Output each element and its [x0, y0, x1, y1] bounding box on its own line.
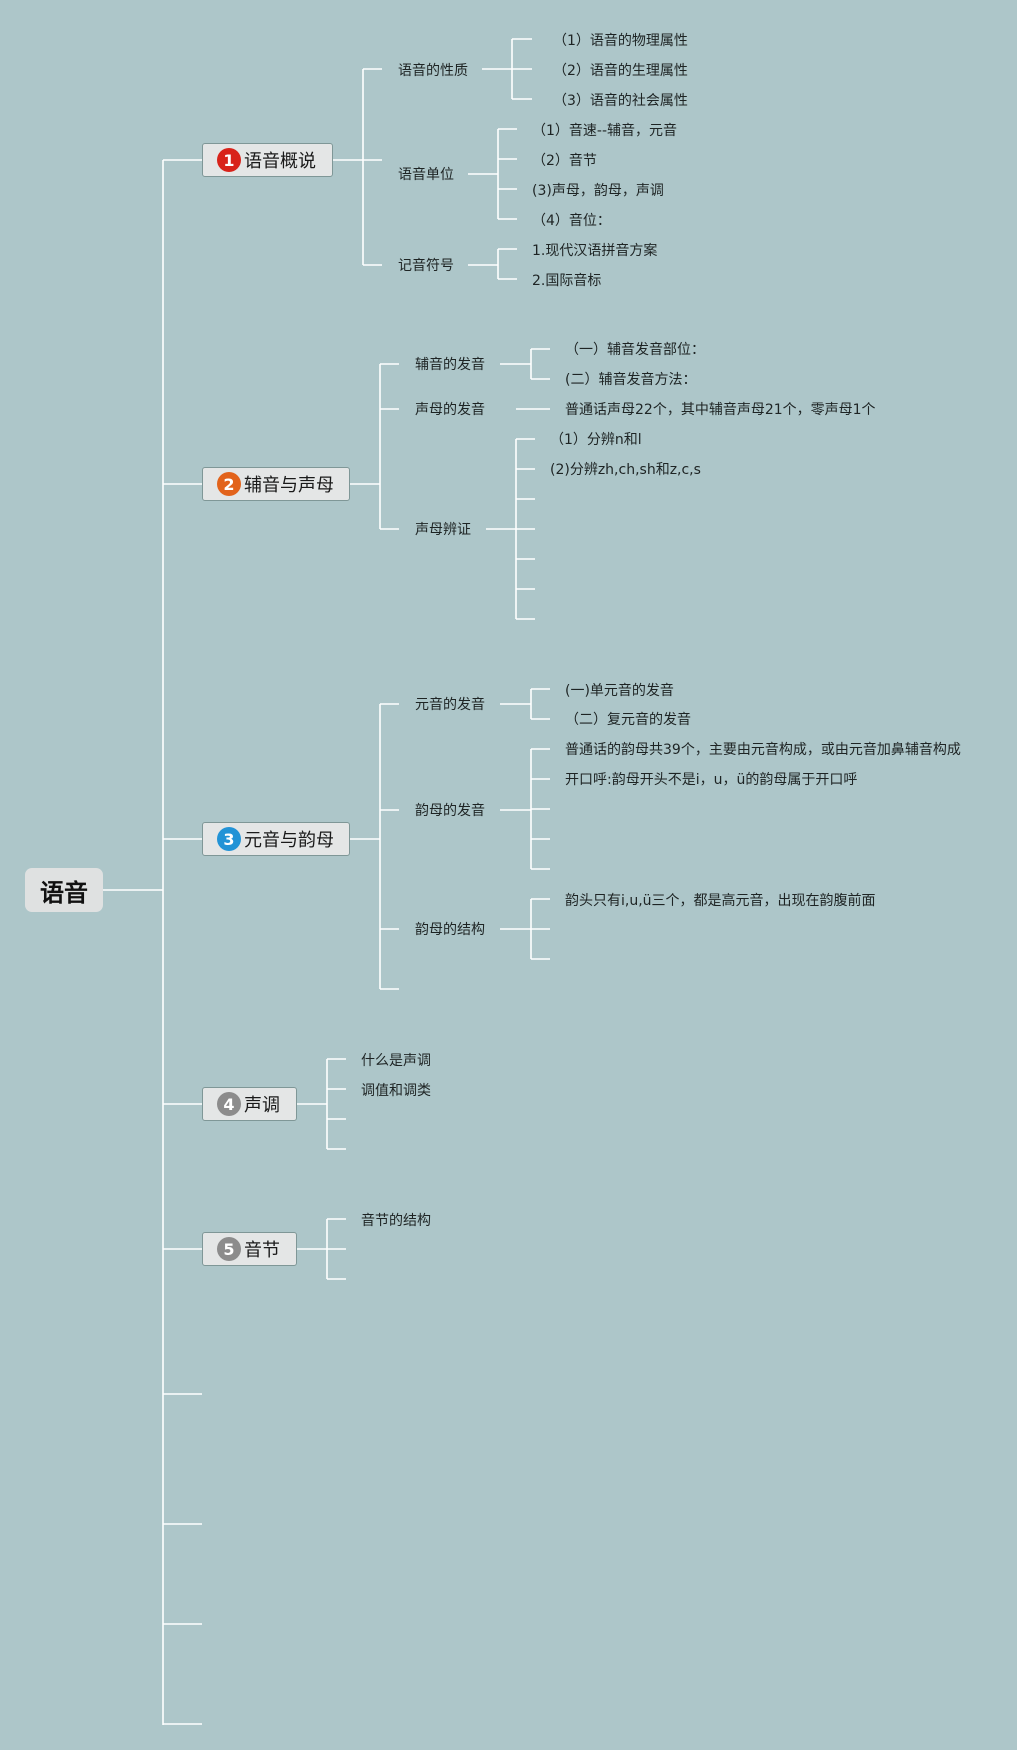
topic-shengdiao[interactable]: 什么是声调: [361, 1053, 431, 1069]
topic-yunmu-jiegou[interactable]: 韵母的结构: [415, 922, 485, 938]
topic-jiyin-fuhao[interactable]: 记音符号: [398, 258, 454, 274]
branch-node-4[interactable]: 4 声调: [202, 1087, 297, 1121]
number-badge-3: 3: [217, 827, 241, 851]
number-badge-2: 2: [217, 472, 241, 496]
leaf-shengli[interactable]: （2）语音的生理属性: [553, 63, 688, 79]
topic-yinjie-jiegou[interactable]: 音节的结构: [361, 1213, 431, 1229]
topic-yunmu-fayin[interactable]: 韵母的发音: [415, 803, 485, 819]
leaf-guoji-yinbiao[interactable]: 2.国际音标: [532, 273, 602, 289]
leaf-fu-yuanyin[interactable]: （二）复元音的发音: [565, 712, 691, 728]
leaf-yinsu[interactable]: （1）音速--辅音，元音: [532, 123, 678, 139]
leaf-shengmu-count[interactable]: 普通话声母22个，其中辅音声母21个，零声母1个: [565, 402, 876, 418]
branch-label-2: 辅音与声母: [244, 475, 334, 496]
leaf-fayin-buwei[interactable]: （一）辅音发音部位：: [565, 342, 705, 358]
leaf-fenbian-zh-z[interactable]: (2)分辨zh,ch,sh和z,c,s: [550, 462, 701, 478]
topic-yuyin-xingzhi[interactable]: 语音的性质: [398, 63, 468, 79]
leaf-yinwei[interactable]: （4）音位：: [532, 213, 611, 229]
branch-label-5: 音节: [244, 1240, 280, 1261]
branch-label-4: 声调: [244, 1095, 280, 1116]
branch-node-2[interactable]: 2 辅音与声母: [202, 467, 350, 501]
topic-yuyin-danwei[interactable]: 语音单位: [398, 167, 454, 183]
leaf-kaikouhu[interactable]: 开口呼:韵母开头不是i，u，ü的韵母属于开口呼: [565, 772, 858, 788]
leaf-fayin-fangfa[interactable]: (二）辅音发音方法：: [565, 372, 697, 388]
leaf-fenbian-n-l[interactable]: （1）分辨n和l: [550, 432, 642, 448]
leaf-yuntou[interactable]: 韵头只有i,u,ü三个，都是高元音，出现在韵腹前面: [565, 893, 876, 909]
number-badge-1: 1: [217, 148, 241, 172]
leaf-yinjie[interactable]: （2）音节: [532, 153, 597, 169]
root-node[interactable]: 语音: [25, 868, 103, 912]
leaf-yunmu-count[interactable]: 普通话的韵母共39个，主要由元音构成，或由元音加鼻辅音构成: [565, 742, 961, 758]
number-badge-5: 5: [217, 1237, 241, 1261]
leaf-wuli[interactable]: （1）语音的物理属性: [553, 33, 688, 49]
branch-node-1[interactable]: 1 语音概说: [202, 143, 333, 177]
branch-node-5[interactable]: 5 音节: [202, 1232, 297, 1266]
number-badge-4: 4: [217, 1092, 241, 1116]
branch-node-3[interactable]: 3 元音与韵母: [202, 822, 350, 856]
leaf-pinyin-fangan[interactable]: 1.现代汉语拼音方案: [532, 243, 658, 259]
branch-label-3: 元音与韵母: [244, 830, 334, 851]
topic-diaozhi[interactable]: 调值和调类: [361, 1083, 431, 1099]
branch-label-1: 语音概说: [244, 151, 316, 172]
leaf-dan-yuanyin[interactable]: (一)单元音的发音: [565, 683, 674, 699]
topic-yuanyin-fayin[interactable]: 元音的发音: [415, 697, 485, 713]
topic-shengmu-fayin[interactable]: 声母的发音: [415, 402, 485, 418]
topic-fuyin-fayin[interactable]: 辅音的发音: [415, 357, 485, 373]
leaf-shengmu-yunmu[interactable]: (3)声母，韵母，声调: [532, 183, 664, 199]
topic-shengmu-bianzheng[interactable]: 声母辨证: [415, 522, 471, 538]
leaf-shehui[interactable]: （3）语音的社会属性: [553, 93, 688, 109]
